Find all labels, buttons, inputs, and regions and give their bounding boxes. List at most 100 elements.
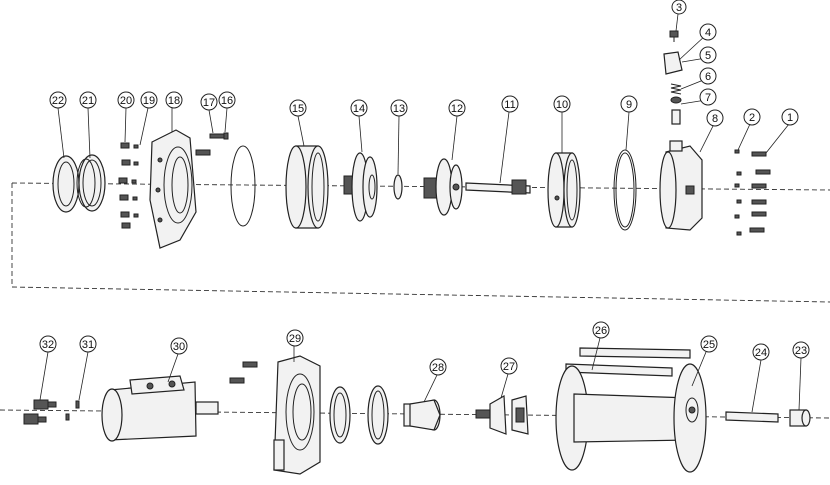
- svg-text:18: 18: [168, 95, 180, 107]
- part-28-bushing: [403, 399, 441, 431]
- svg-text:6: 6: [705, 71, 711, 83]
- callout-10: 10: [553, 95, 571, 113]
- leader-lines: [39, 13, 802, 413]
- callout-1: 1: [781, 108, 799, 126]
- callout-17: 17: [200, 93, 218, 111]
- part-29-mount-bolts: [229, 361, 258, 384]
- svg-text:31: 31: [82, 339, 94, 351]
- svg-text:24: 24: [755, 347, 767, 359]
- part-21-bearing-ring: [76, 154, 106, 212]
- svg-text:29: 29: [289, 333, 301, 345]
- callout-3: 3: [671, 0, 687, 15]
- callout-24: 24: [752, 343, 770, 361]
- part-1-bolts: [749, 151, 771, 233]
- svg-text:11: 11: [504, 99, 515, 111]
- svg-text:8: 8: [712, 113, 718, 125]
- callout-25: 25: [700, 335, 718, 353]
- part-19-washers: [131, 144, 139, 218]
- callout-15: 15: [289, 99, 307, 117]
- svg-text:14: 14: [353, 103, 365, 115]
- callout-14: 14: [350, 99, 368, 117]
- callout-30: 30: [170, 337, 188, 355]
- bracket-seal-rings: [329, 385, 389, 445]
- part-3-screw: [669, 30, 679, 42]
- part-4-clutch-knob: [663, 51, 683, 75]
- svg-text:13: 13: [393, 103, 405, 115]
- callout-29: 29: [286, 329, 304, 347]
- part-27-brake-assembly: [475, 394, 529, 435]
- part-16-washer: [223, 132, 229, 140]
- part-13-washer: [393, 174, 403, 200]
- part-24-shaft: [725, 411, 779, 423]
- part-9-gasket: [613, 149, 637, 231]
- part-18-end-housing: [149, 129, 197, 249]
- callout-19: 19: [140, 91, 158, 109]
- svg-text:22: 22: [52, 95, 64, 107]
- callout-31: 31: [79, 335, 97, 353]
- callout-32: 32: [39, 335, 57, 353]
- part-2-washers: [734, 149, 742, 236]
- part-15-ring-gear: [285, 145, 329, 229]
- callout-26: 26: [592, 321, 610, 339]
- part-25-drum: [555, 363, 707, 473]
- callout-7: 7: [699, 88, 717, 106]
- callout-18: 18: [165, 91, 183, 109]
- svg-text:5: 5: [705, 50, 711, 62]
- part-20-bolts: [118, 142, 131, 229]
- svg-text:28: 28: [432, 362, 444, 374]
- part-8-gear-cover: [659, 140, 703, 231]
- part-6-ring: [670, 96, 682, 104]
- part-11-drive-shaft: [465, 179, 531, 195]
- callout-20: 20: [117, 91, 135, 109]
- part-7-plunger: [671, 109, 681, 125]
- callout-27: 27: [500, 357, 518, 375]
- callout-11: 11: [501, 95, 519, 113]
- gasket-ring: [230, 145, 256, 227]
- part-12-planet-carrier: [423, 158, 463, 216]
- svg-text:32: 32: [42, 339, 54, 351]
- callout-6: 6: [699, 67, 717, 85]
- svg-text:15: 15: [292, 103, 304, 115]
- part-5-spring: [670, 83, 682, 95]
- svg-text:30: 30: [173, 341, 185, 353]
- part-22-seal-ring: [52, 155, 80, 213]
- svg-text:7: 7: [705, 92, 711, 104]
- callout-8: 8: [706, 109, 724, 127]
- svg-text:4: 4: [705, 27, 711, 39]
- callout-23: 23: [792, 341, 810, 359]
- callout-13: 13: [390, 99, 408, 117]
- svg-text:9: 9: [626, 99, 632, 111]
- svg-text:16: 16: [221, 95, 233, 107]
- callout-22: 22: [49, 91, 67, 109]
- svg-text:10: 10: [556, 99, 568, 111]
- part-32-bolts: [23, 399, 57, 425]
- svg-text:2: 2: [749, 112, 755, 124]
- svg-text:27: 27: [503, 361, 515, 373]
- part-30-hydraulic-motor: [101, 375, 219, 442]
- part-26-tie-rods: [565, 347, 691, 377]
- svg-text:25: 25: [703, 339, 715, 351]
- part-31-pins: [65, 400, 80, 421]
- part-14-planet-carrier: [343, 152, 378, 222]
- svg-text:1: 1: [787, 112, 793, 124]
- part-17-bolt: [195, 133, 225, 156]
- part-23-coupling: [789, 409, 811, 427]
- assembly-axis: [0, 182, 830, 419]
- svg-text:19: 19: [143, 95, 155, 107]
- callout-21: 21: [79, 91, 97, 109]
- part-29-end-bracket: [273, 355, 321, 475]
- svg-text:26: 26: [595, 325, 607, 337]
- svg-text:21: 21: [82, 95, 94, 107]
- callout-28: 28: [429, 358, 447, 376]
- svg-text:17: 17: [203, 97, 215, 109]
- svg-text:3: 3: [676, 2, 682, 14]
- callout-16: 16: [218, 91, 236, 109]
- svg-text:12: 12: [451, 103, 463, 115]
- callout-2: 2: [743, 108, 761, 126]
- svg-text:20: 20: [120, 95, 132, 107]
- callout-5: 5: [699, 46, 717, 64]
- callout-12: 12: [448, 99, 466, 117]
- callout-4: 4: [699, 23, 717, 41]
- callout-9: 9: [620, 95, 638, 113]
